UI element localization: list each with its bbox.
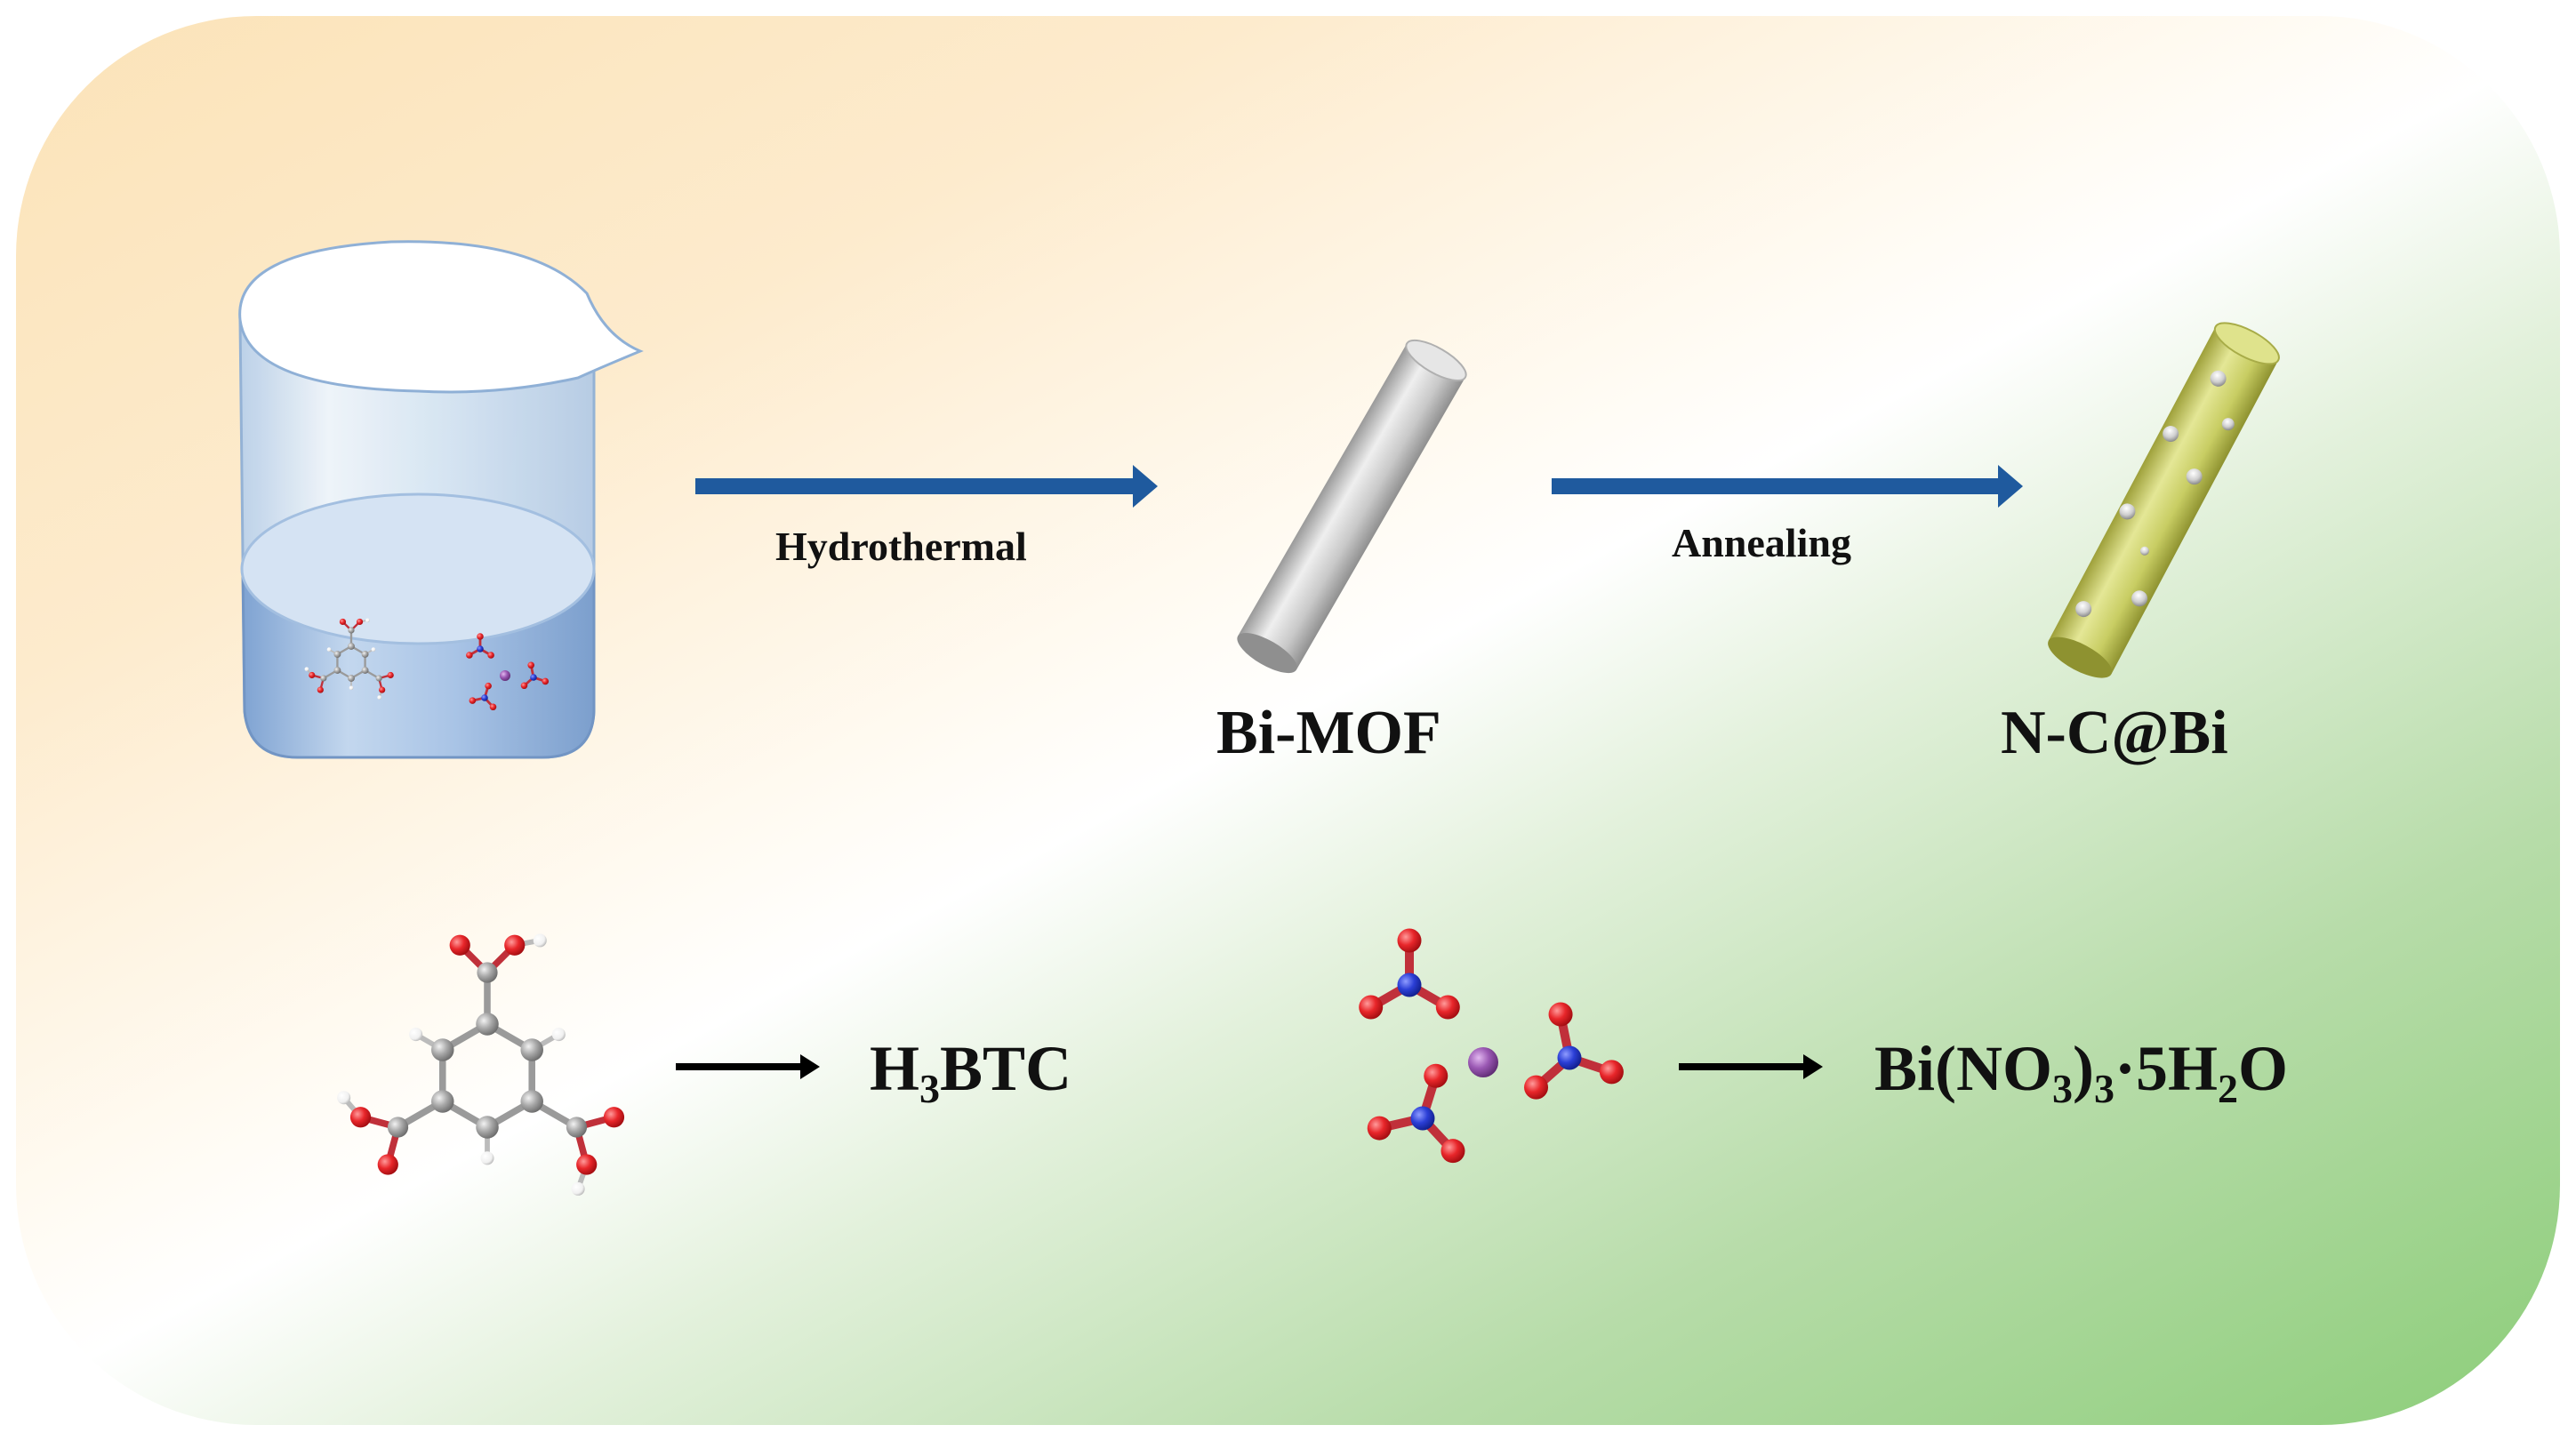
carbon-atom xyxy=(387,1117,409,1138)
carbon-atom xyxy=(361,667,369,674)
hydrogen-atom xyxy=(377,695,382,700)
carbon-atom xyxy=(477,962,498,983)
oxygen-atom xyxy=(576,1154,598,1175)
nc-bi-rod-icon xyxy=(2048,322,2280,678)
carbon-atom xyxy=(348,675,355,682)
oxygen-atom xyxy=(466,652,473,659)
nc-bi-label: N-C@Bi xyxy=(2001,699,2228,767)
oxygen-atom xyxy=(1359,995,1384,1020)
carbon-atom xyxy=(361,651,369,658)
oxygen-atom xyxy=(379,686,386,693)
oxygen-atom xyxy=(603,1107,625,1128)
hydrothermal-arrow xyxy=(695,465,1158,508)
bismuth-nitrate-label: Bi(NO3)3·5H2O xyxy=(1874,1033,2289,1111)
oxygen-atom xyxy=(349,1107,372,1128)
oxygen-atom xyxy=(1524,1075,1549,1100)
hydrogen-atom xyxy=(551,1028,566,1042)
hydrogen-atom xyxy=(409,1028,423,1042)
oxygen-atom xyxy=(489,703,497,711)
carbon-atom xyxy=(333,651,341,658)
oxygen-atom xyxy=(377,1154,398,1175)
carbon-atom xyxy=(333,667,341,674)
carbon-atom xyxy=(520,1090,543,1113)
oxygen-atom xyxy=(387,671,394,679)
carbon-atom xyxy=(431,1090,454,1113)
oxygen-atom xyxy=(1599,1060,1624,1085)
h3btc-molecule-icon xyxy=(337,933,625,1196)
oxygen-atom xyxy=(520,682,528,690)
solution-molecules xyxy=(304,618,550,711)
oxygen-atom xyxy=(317,686,324,693)
hydrogen-atom xyxy=(480,1151,494,1165)
annealing-arrow xyxy=(1552,465,2023,508)
carbon-atom xyxy=(348,627,355,634)
oxygen-atom xyxy=(477,633,484,640)
oxygen-atom xyxy=(485,682,492,690)
oxygen-atom xyxy=(1440,1139,1465,1164)
carbon-atom xyxy=(476,1116,499,1139)
oxygen-atom xyxy=(527,661,534,669)
oxygen-atom xyxy=(469,697,477,704)
nitrogen-atom xyxy=(530,674,537,681)
carbon-atom xyxy=(476,1013,499,1036)
h3btc-label: H3BTC xyxy=(870,1033,1072,1111)
bi-particles xyxy=(2075,370,2235,618)
oxygen-atom xyxy=(1435,995,1460,1020)
annealing-label: Annealing xyxy=(1672,520,1851,565)
bi-mof-rod-icon xyxy=(1237,339,1467,674)
h3btc-arrow xyxy=(676,1054,820,1079)
bismuth-nitrate-molecule-icon xyxy=(1359,928,1624,1164)
nitrogen-atom xyxy=(1557,1045,1582,1070)
nitrogen-atom xyxy=(1410,1106,1435,1131)
carbon-atom xyxy=(431,1038,454,1061)
hydrogen-atom xyxy=(371,647,376,652)
carbon-atom xyxy=(520,1038,543,1061)
oxygen-atom xyxy=(542,677,550,685)
hydrothermal-label: Hydrothermal xyxy=(775,524,1027,569)
carbon-atom xyxy=(566,1117,588,1138)
nitrogen-atom xyxy=(477,645,484,652)
hydrogen-atom xyxy=(337,1091,351,1105)
hydrogen-atom xyxy=(533,933,547,948)
beaker-icon xyxy=(238,240,644,759)
hydrogen-atom xyxy=(304,667,309,672)
nitrogen-atom xyxy=(481,694,488,701)
bismuth-atom xyxy=(1468,1047,1498,1077)
hydrogen-atom xyxy=(326,647,332,652)
carbon-atom xyxy=(375,675,382,682)
oxygen-atom xyxy=(356,618,364,626)
oxygen-atom xyxy=(1424,1063,1448,1088)
hydrogen-atom xyxy=(349,685,354,691)
oxygen-atom xyxy=(1397,928,1422,953)
nitrogen-atom xyxy=(1397,973,1422,997)
oxygen-atom xyxy=(504,934,526,956)
oxygen-atom xyxy=(1548,1002,1573,1027)
hydrogen-atom xyxy=(571,1181,585,1196)
oxygen-atom xyxy=(339,618,347,626)
bismuth-nitrate-arrow xyxy=(1679,1054,1823,1079)
bismuth-atom xyxy=(500,670,510,681)
oxygen-atom xyxy=(449,934,470,956)
carbon-atom xyxy=(320,675,327,682)
oxygen-atom xyxy=(1367,1116,1392,1141)
bi-mof-label: Bi-MOF xyxy=(1216,699,1441,767)
oxygen-atom xyxy=(487,652,494,659)
hydrogen-atom xyxy=(365,618,370,623)
oxygen-atom xyxy=(309,671,316,679)
carbon-atom xyxy=(348,643,355,650)
